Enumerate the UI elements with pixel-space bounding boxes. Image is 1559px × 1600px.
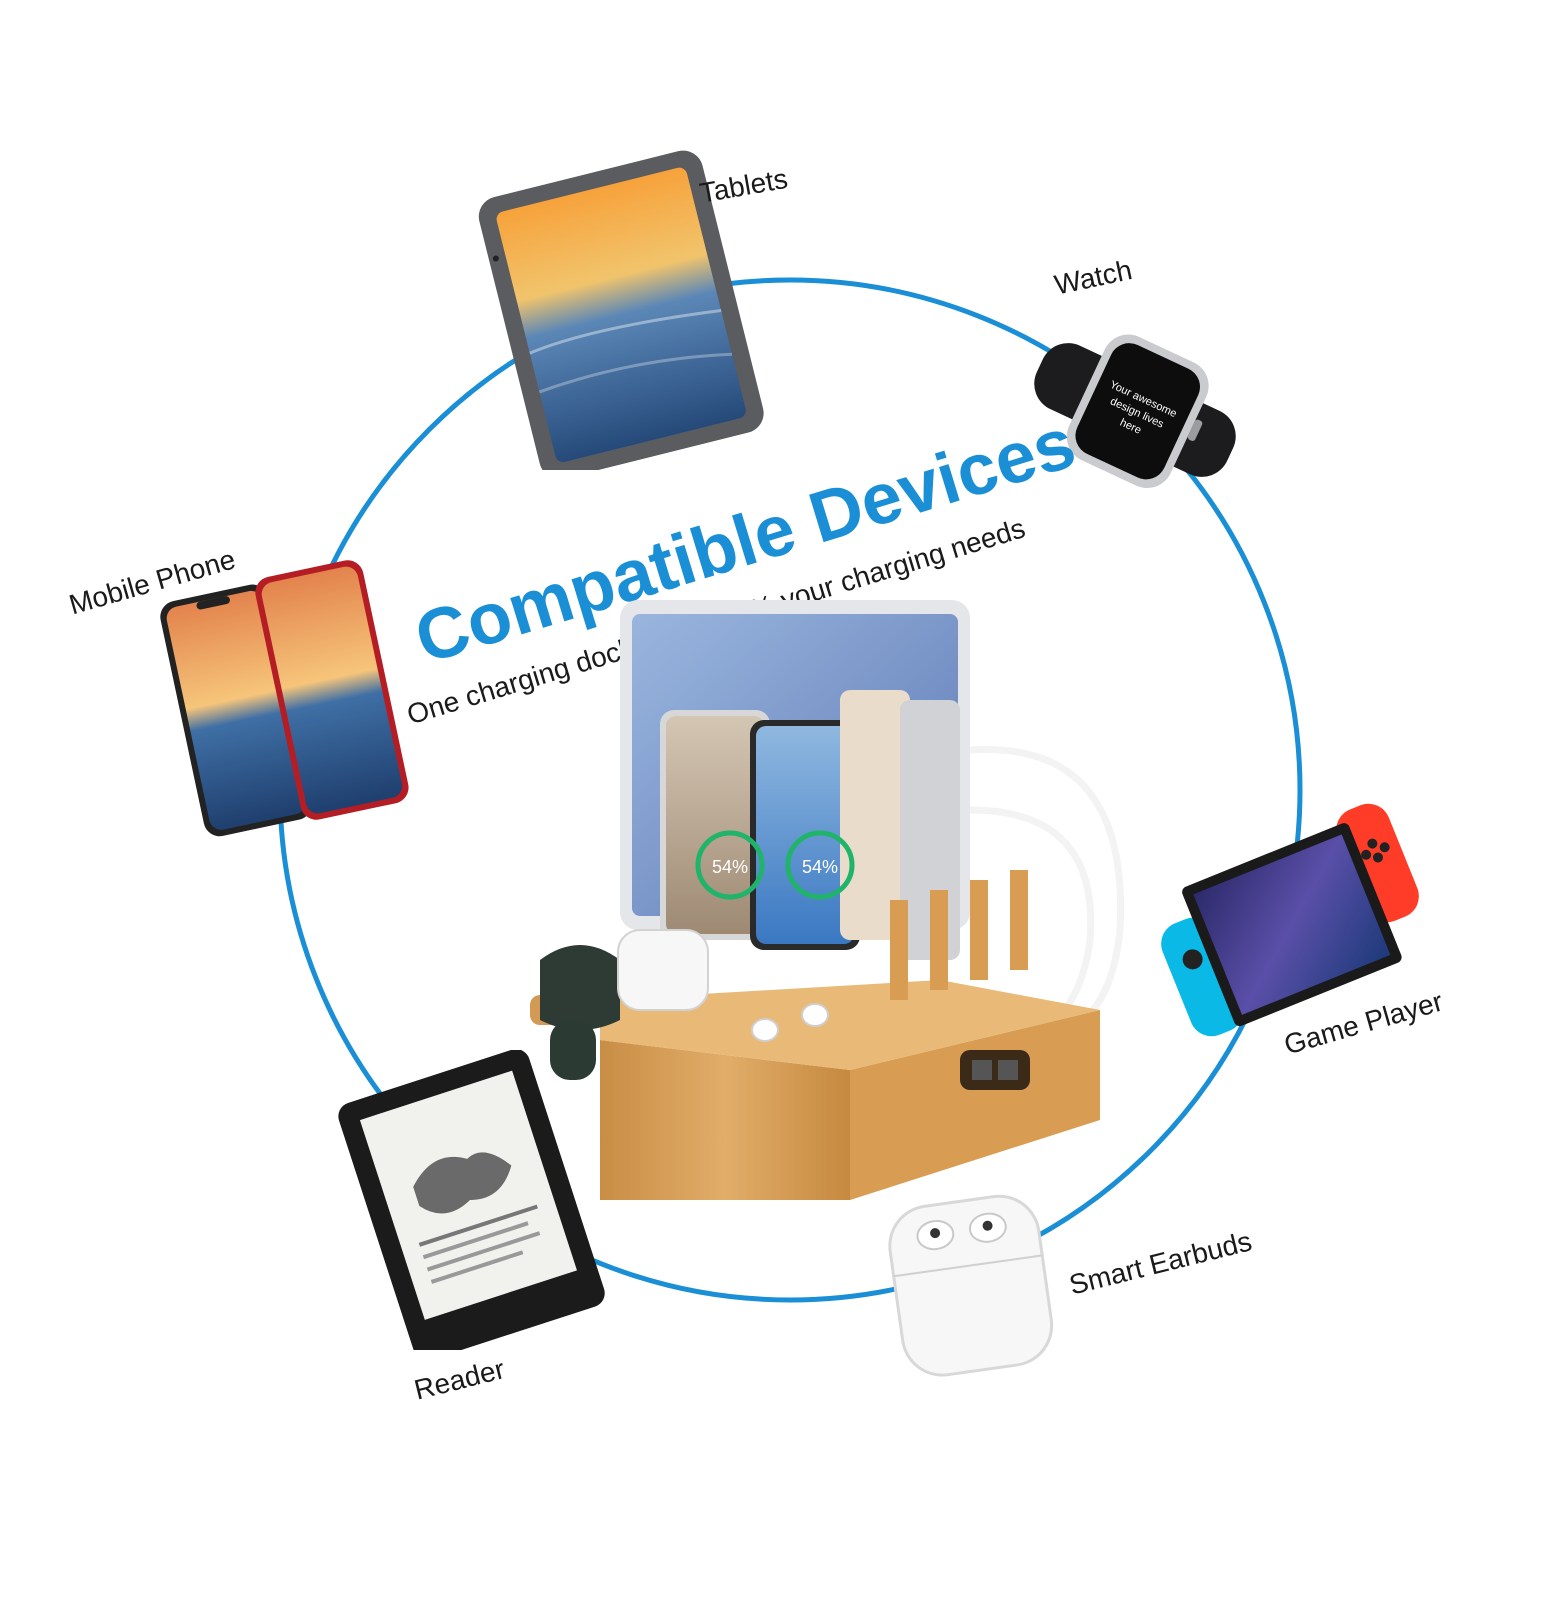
bamboo-charging-dock: 54% 54%: [530, 600, 1125, 1200]
ereader-icon: [338, 1050, 605, 1350]
mobile-phone-icon: [160, 560, 409, 837]
tablet-icon: [478, 150, 764, 470]
smartwatch-icon: Your awesome design lives here: [1034, 334, 1236, 489]
game-console-icon: [1161, 803, 1419, 1037]
battery-left-label: 54%: [712, 857, 748, 877]
earbuds-icon: [888, 1194, 1054, 1377]
battery-right-label: 54%: [802, 857, 838, 877]
